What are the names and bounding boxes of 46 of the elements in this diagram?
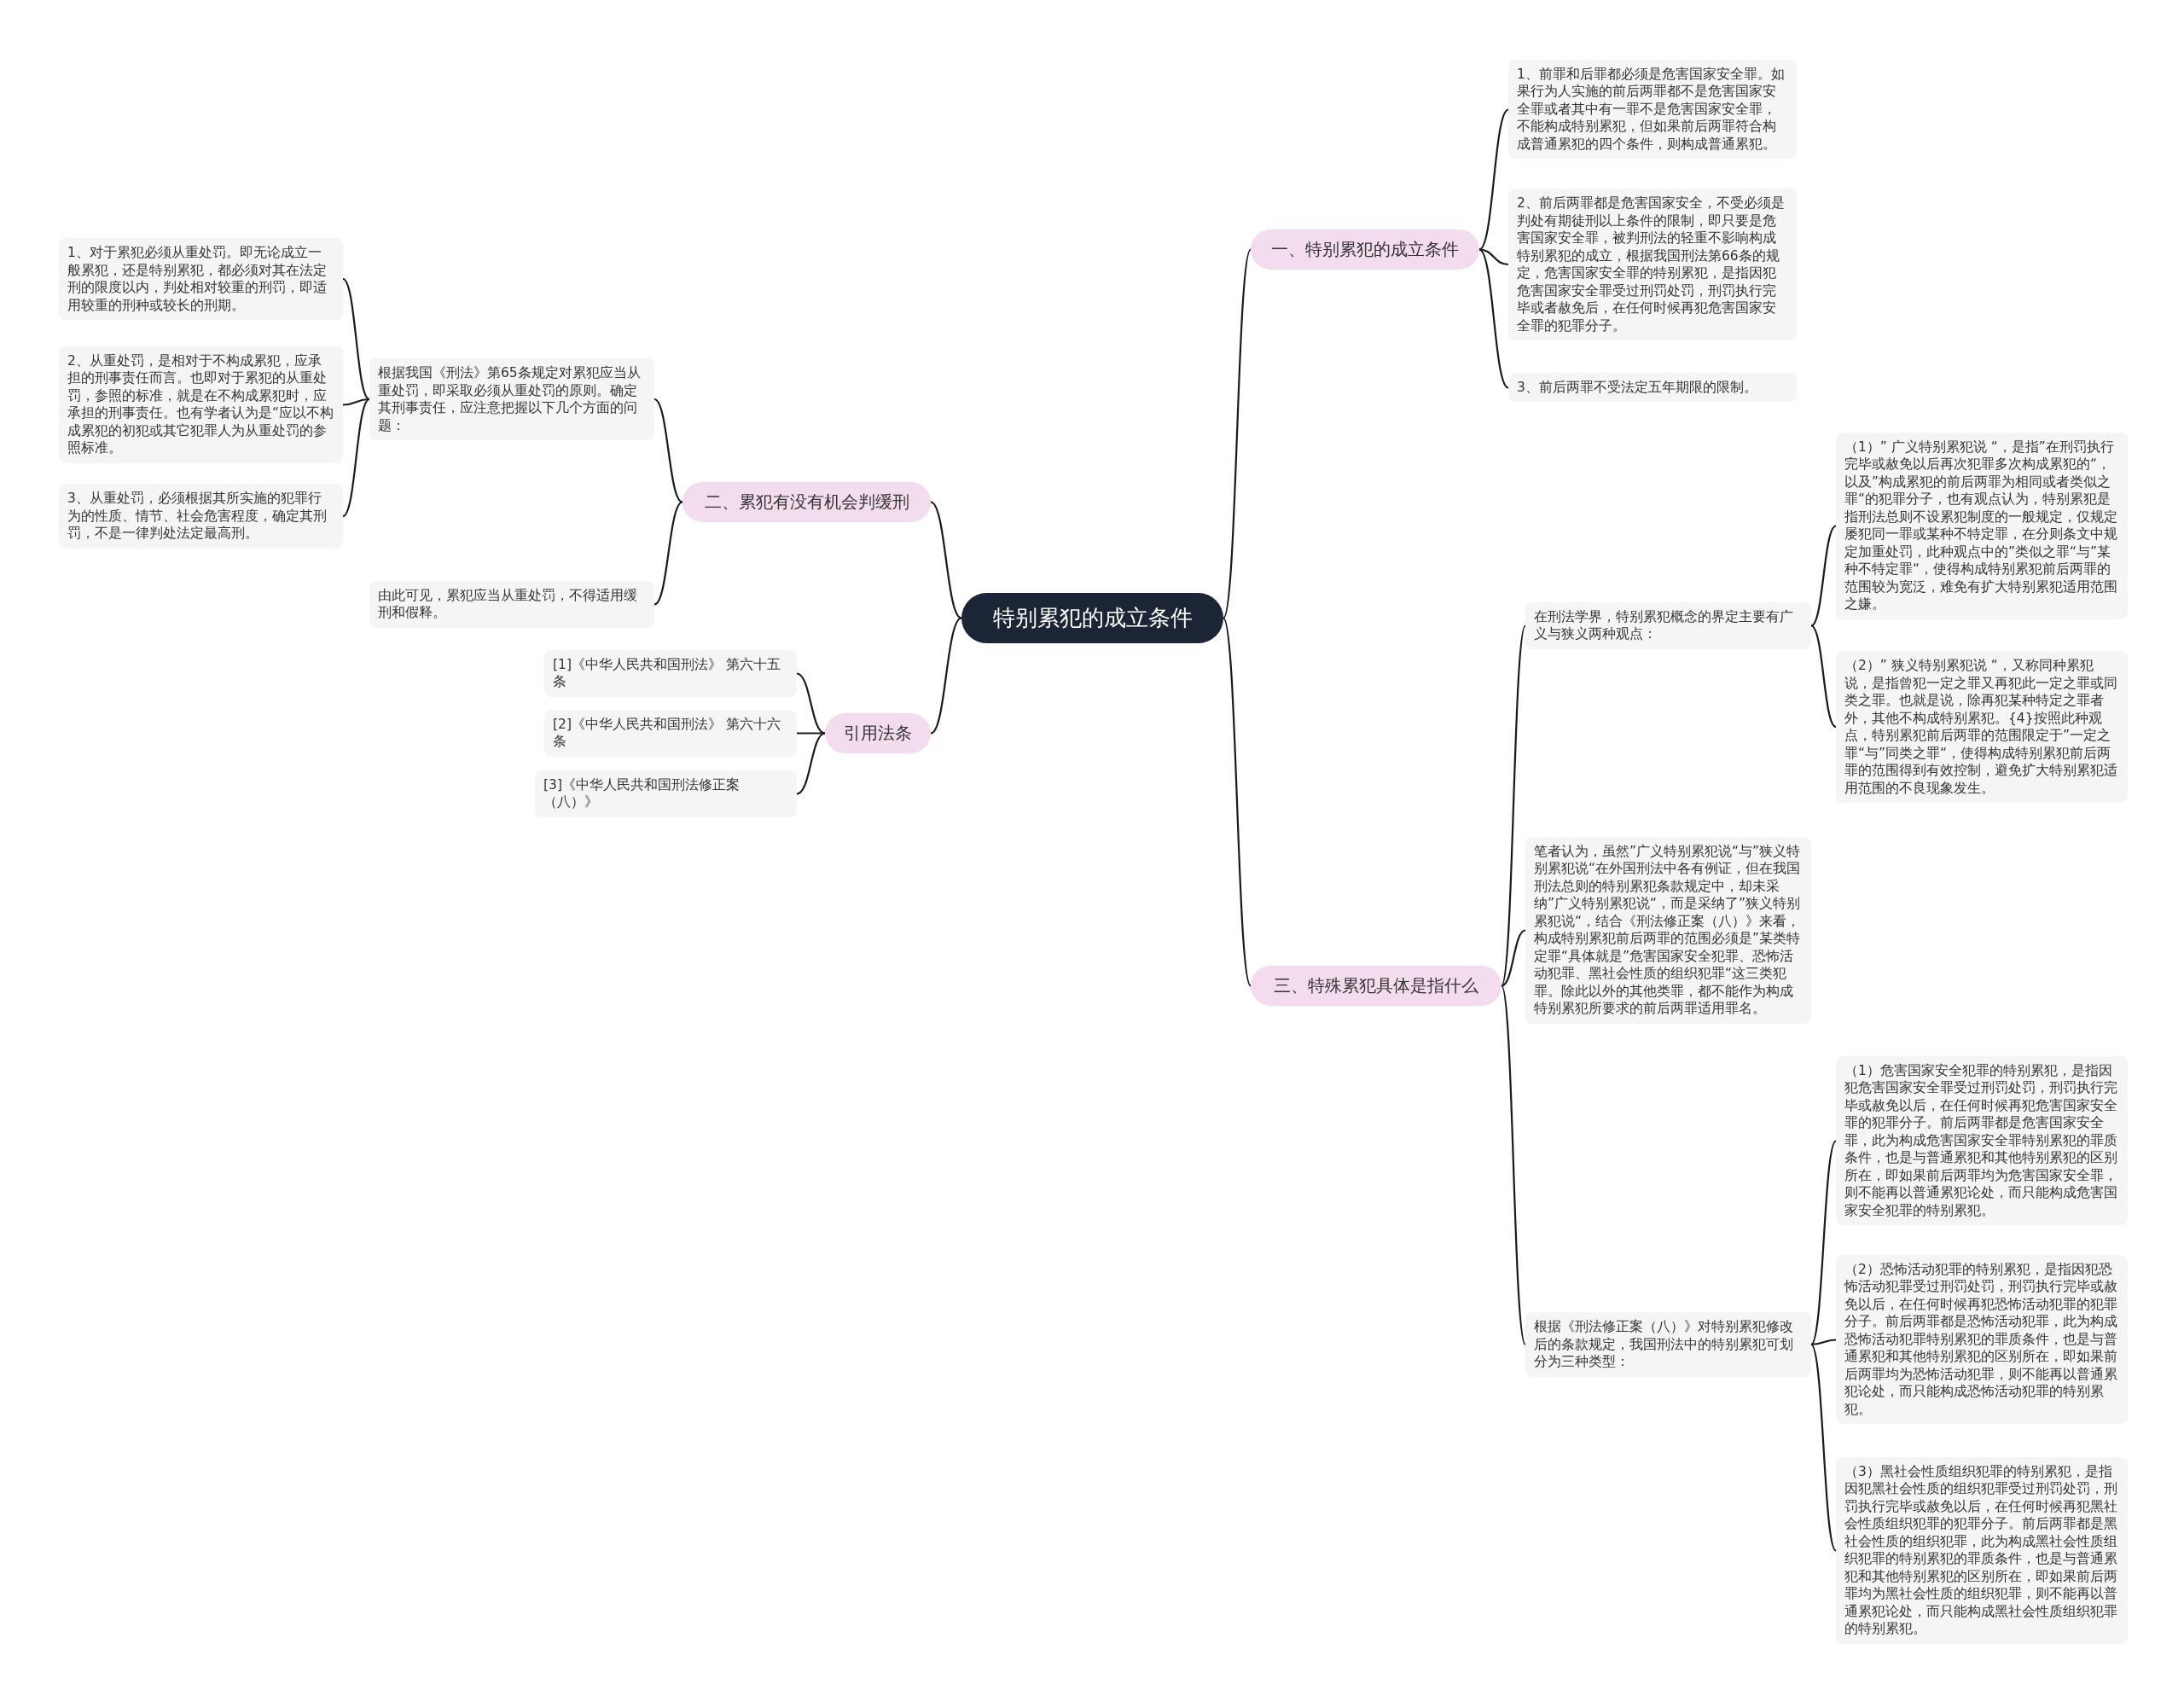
- connector-line: [342, 398, 370, 517]
- connector-line: [342, 278, 370, 400]
- connector-line: [1500, 625, 1527, 986]
- connector-line: [1223, 618, 1252, 986]
- text-card: 1、对于累犯必须从重处罚。即无论成立一般累犯，还是特别累犯，都必须对其在法定刑的限度以内，判处相对较重的刑罚，即适用较重的刑种或较长的刑期。: [59, 238, 343, 320]
- connector-line: [1223, 249, 1252, 619]
- connector-line: [1810, 1344, 1837, 1552]
- branch-topic: 引用法条: [825, 712, 931, 753]
- connector-line: [1810, 1339, 1837, 1346]
- connector-line: [1478, 108, 1509, 251]
- text-card: （1）危害国家安全犯罪的特别累犯，是指因犯危害国家安全罪受过刑罚处罚，刑罚执行完毕或赦免以后，在任何时候再犯危害国家安全罪的犯罪分子。前后两罪都是危害国家安全罪，此为构成危害国家安全罪特别累犯的罪质条件，也是与普通累犯和其他特别累犯的区别所在，即如果前后两罪均为危害国家安全罪，则不能再以普通累犯论处，而只能构成危害国家安全犯罪的特别累犯。: [1836, 1055, 2128, 1225]
- text-card: [2]《中华人民共和国刑法》 第六十六条: [544, 709, 797, 757]
- connector-line: [1810, 1140, 1837, 1345]
- connector-line: [1810, 624, 1837, 728]
- text-card: （3）黑社会性质组织犯罪的特别累犯，是指因犯黑社会性质的组织犯罪受过刑罚处罚，刑罚执行完毕或赦免以后，在任何时候再犯黑社会性质组织犯罪的犯罪分子。前后两罪都是黑社会性质的组织犯罪，此为构成黑社会性质组织犯罪的特别累犯的罪质条件，也是与普通累犯和其他特别累犯的区别所在，即如果前后两罪均为黑社会性质的组织犯罪，则不能再以普通累犯论处，而只能构成黑社会性质组织犯罪的特别累犯。: [1836, 1456, 2128, 1644]
- connector-line: [1501, 929, 1526, 987]
- text-card: 1、前罪和后罪都必须是危害国家安全罪。如果行为人实施的前后两罪都不是危害国家安全罪或者其中有一罪不是危害国家安全罪，不能构成特别累犯，但如果前后两罪符合构成普通累犯的四个条件，则构成普通累犯。: [1508, 59, 1797, 159]
- text-card: 根据《刑法修正案（八）》对特别累犯修改后的条款规定，我国刑法中的特别累犯可划分为三种类型：: [1525, 1312, 1811, 1377]
- text-card: 笔者认为，虽然”广义特别累犯说“与”狭义特别累犯说“在外国刑法中各有例证，但在我国刑法总则的特别累犯条款规定中，却未采纳”广义特别累犯说“，而是采纳了”狭义特别累犯说“，结合《刑法修正案（八）》来看，构成特别累犯前后两罪的范围必须是”某类特定罪“具体就是”危害国家安全犯罪、恐怖活动犯罪、黑社会性质的组织犯罪“这三类犯罪。除此以外的其他类罪，都不能作为构成特别累犯所要求的前后两罪适用罪名。: [1525, 836, 1811, 1024]
- text-card: 2、前后两罪都是危害国家安全，不受必须是判处有期徒刑以上条件的限制，即只要是危害国家安全罪，被判刑法的轻重不影响构成特别累犯的成立，根据我国刑法第66条的规定，危害国家安全罪的特别累犯，是指因犯危害国家安全罪受过刑罚处罚，刑罚执行完毕或者赦免后，在任何时候再犯危害国家安全罪的犯罪分子。: [1508, 189, 1797, 340]
- text-card: 根据我国《刑法》第65条规定对累犯应当从重处罚，即采取必须从重处罚的原则。确定其刑事责任，应注意把握以下几个方面的问题：: [369, 358, 654, 440]
- branch-topic: 一、特别累犯的成立条件: [1251, 229, 1479, 270]
- text-card: [1]《中华人民共和国刑法》 第六十五条: [544, 649, 797, 697]
- text-card: （2）恐怖活动犯罪的特别累犯，是指因犯恐怖活动犯罪受过刑罚处罚，刑罚执行完毕或赦免以后，在任何时候再犯恐怖活动犯罪的犯罪分子。前后两罪都是恐怖活动犯罪，此为构成恐怖活动犯罪特别累犯的罪质条件，也是与普通累犯和其他特别累犯的区别所在，即如果前后两罪均为恐怖活动犯罪，则不能再以普通累犯论处，而只能构成恐怖活动犯罪的特别累犯。: [1836, 1254, 2128, 1424]
- text-card: （1）” 广义特别累犯说 “，是指”在刑罚执行完毕或赦免以后再次犯罪多次构成累犯的“，以及”构成累犯的前后两罪为相同或者类似之罪“的犯罪分子，也有观点认为，特别累犯是指刑法总则不设累犯制度的一般规定，仅规定屡犯同一罪或某种不特定罪，在分则条文中规定加重处罚，此种观点中的”类似之罪“与”某种不特定罪“，使得构成特别累犯前后两罪的范围较为宽泛，难免有扩大特别累犯适用范围之嫌。: [1836, 432, 2128, 619]
- connector-line: [653, 398, 683, 503]
- connector-line: [930, 617, 962, 735]
- text-card: 3、从重处罚，必须根据其所实施的犯罪行为的性质、情节、社会危害程度，确定其刑罚，不是一律判处法定最高刑。: [59, 484, 343, 549]
- text-card: 在刑法学界，特别累犯概念的界定主要有广义与狭义两种观点：: [1525, 601, 1811, 649]
- branch-topic: 二、累犯有没有机会判缓刑: [682, 481, 931, 522]
- connector-line: [1478, 248, 1509, 389]
- central-topic: 特别累犯的成立条件: [961, 592, 1223, 643]
- connector-line: [1500, 985, 1527, 1345]
- branch-topic: 三、特殊累犯具体是指什么: [1251, 965, 1502, 1006]
- connector-line: [342, 398, 370, 406]
- text-card: 2、从重处罚，是相对于不构成累犯，应承担的刑事责任而言。也即对于累犯的从重处罚，参照的标准，就是在不构成累犯时，应承担的刑事责任。也有学者认为是“应以不构成累犯的初犯或其它犯罪人为从重处罚的参照标准。: [59, 346, 343, 463]
- connector-line: [653, 501, 683, 606]
- text-card: [3]《中华人民共和国刑法修正案（八）》: [535, 770, 797, 817]
- text-card: （2）” 狭义特别累犯说 “，又称同种累犯说，是指曾犯一定之罪又再犯此一定之罪或同类之罪。也就是说，除再犯某种特定之罪者外，其他不构成特别累犯。{4}按照此种观点，特别累犯前后两罪的范围限定于”一定之罪“与”同类之罪“，使得构成特别累犯前后两罪的范围得到有效控制，避免扩大特别累犯适用范围的不良现象发生。: [1836, 651, 2128, 803]
- text-card: 由此可见，累犯应当从重处罚，不得适用缓刑和假释。: [369, 580, 654, 628]
- connector-line: [930, 501, 962, 619]
- connector-line: [1478, 248, 1509, 266]
- connector-line: [797, 732, 825, 735]
- text-card: 3、前后两罪不受法定五年期限的限制。: [1508, 372, 1797, 402]
- connector-line: [796, 732, 826, 795]
- connector-line: [1810, 525, 1837, 627]
